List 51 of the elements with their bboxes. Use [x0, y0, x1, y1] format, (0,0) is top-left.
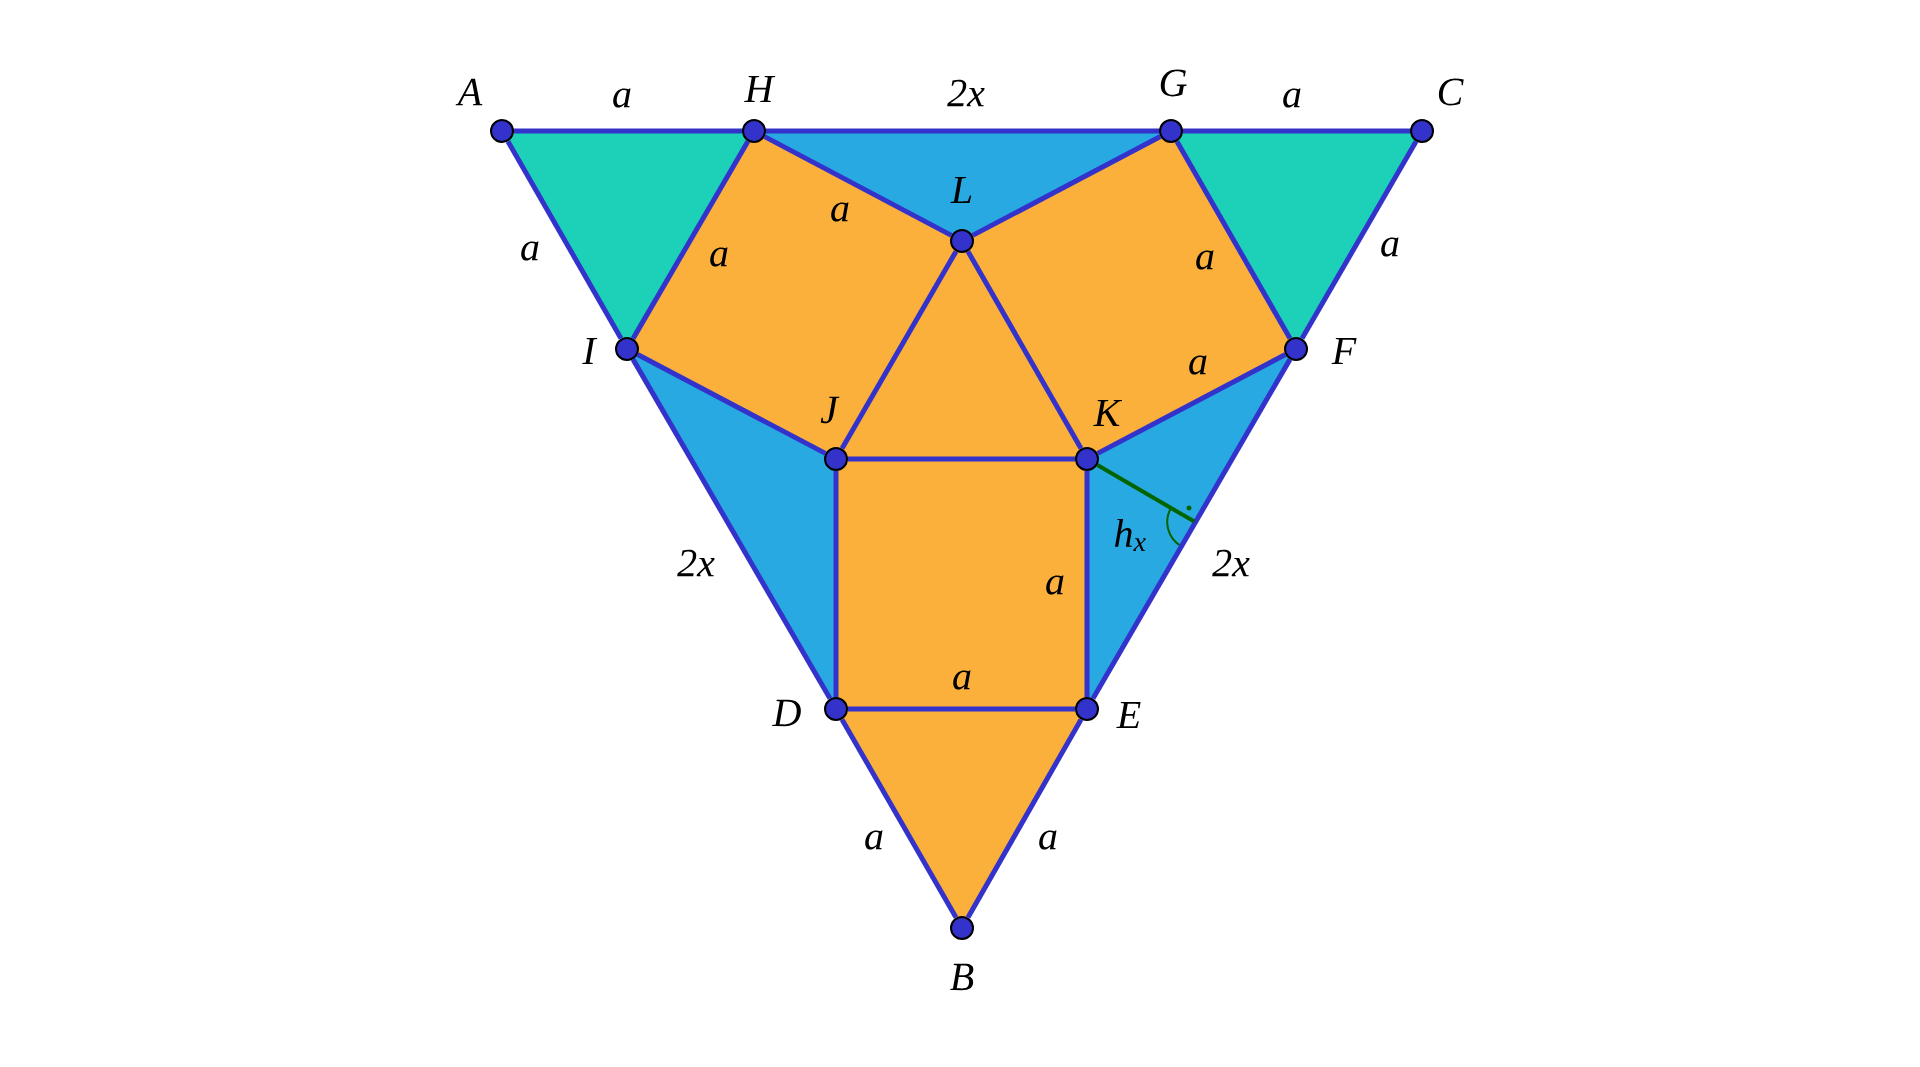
- edge-label: 2x: [947, 79, 985, 107]
- point-label: G: [1160, 69, 1187, 97]
- right-angle-mark: [1166, 505, 1192, 548]
- point-label: C: [1438, 78, 1464, 106]
- point-label: B: [950, 963, 974, 991]
- segment: [514, 128, 742, 134]
- segment: [971, 134, 1162, 238]
- point-label: I: [582, 337, 598, 365]
- edge-label: a: [1196, 250, 1214, 270]
- segment: [636, 352, 827, 456]
- point-label: D: [772, 699, 801, 727]
- edge-label: a: [1046, 575, 1064, 595]
- segment: [505, 140, 624, 340]
- edge-label: a: [521, 241, 539, 261]
- edge-label: a: [710, 247, 728, 267]
- height-label: h$_{x}$: [1115, 519, 1146, 551]
- segment: [630, 358, 833, 700]
- edge-label: a: [831, 202, 849, 222]
- edge-label: 2x: [1212, 549, 1250, 577]
- point-label: L: [950, 176, 972, 204]
- point-label: A: [455, 78, 483, 106]
- segment: [763, 134, 953, 238]
- segment: [1096, 463, 1196, 524]
- edge-label: a: [953, 670, 971, 690]
- segment: [1299, 140, 1419, 340]
- edge-label: a: [1381, 237, 1399, 257]
- segment: [766, 128, 1159, 134]
- edge-label: a: [1283, 88, 1301, 108]
- segment: [965, 250, 1084, 450]
- segment: [1183, 128, 1410, 134]
- segment: [839, 718, 959, 919]
- edge-label: a: [1189, 355, 1207, 375]
- edge-label: 2x: [677, 549, 715, 577]
- edge-label: a: [613, 88, 631, 108]
- point-label: J: [820, 396, 840, 424]
- segment: [833, 471, 839, 697]
- point-label: F: [1331, 337, 1357, 365]
- edge-label: a: [865, 830, 883, 850]
- point-label: H: [744, 75, 776, 103]
- segment: [848, 706, 1075, 712]
- segment: [1084, 471, 1090, 697]
- point-label: E: [1116, 701, 1141, 729]
- point-label: K: [1093, 399, 1123, 427]
- segment: [839, 250, 959, 450]
- segment: [848, 456, 1075, 462]
- segment: [965, 718, 1084, 919]
- segment: [1096, 352, 1287, 456]
- segment: [1090, 358, 1293, 700]
- edge-label: a: [1039, 830, 1057, 850]
- segment: [1174, 140, 1293, 340]
- segment: [630, 140, 751, 340]
